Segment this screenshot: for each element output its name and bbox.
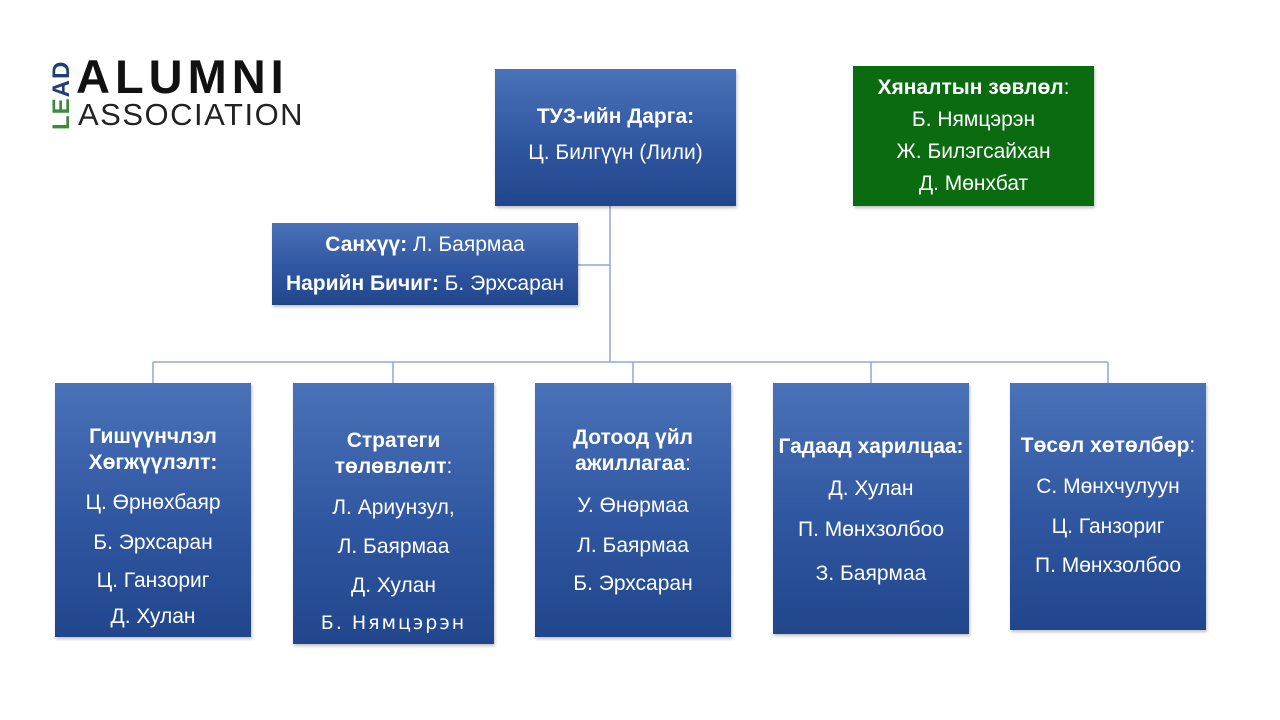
lead-vertical-wordmark: LEAD xyxy=(48,61,74,130)
chair-name: Ц. Билгүүн (Лили) xyxy=(528,141,703,164)
board-title-row: Хяналтын зөвлөл: xyxy=(853,75,1094,101)
board-member: Б. Нямцэрэн xyxy=(911,108,1036,131)
department-title-text: Дотоод үйл ажиллагаа xyxy=(572,426,693,475)
secretary-name: Б. Эрхсаран xyxy=(438,272,565,295)
department-member: Л. Баярмаа xyxy=(337,535,450,558)
treasurer-row: Санхүү: Л. Баярмаа xyxy=(272,232,578,258)
department-title-text: Гишүүнчлэл Хөгжүүлэлт: xyxy=(88,425,218,474)
department-title: Гишүүнчлэл Хөгжүүлэлт: xyxy=(55,424,251,476)
department-member: Б. Нямцэрэн xyxy=(320,612,467,634)
department-title-colon: : xyxy=(446,455,453,478)
department-box-strategy: Стратеги төлөвлөлт: Л. Ариунзул, Л. Баяр… xyxy=(293,383,494,644)
board-member: Ж. Билэгсайхан xyxy=(896,140,1051,163)
department-title: Дотоод үйл ажиллагаа: xyxy=(535,425,731,477)
treasurer-name: Л. Баярмаа xyxy=(407,233,525,256)
department-title: Төсөл хөтөлбөр: xyxy=(1010,433,1206,459)
board-member: Д. Мөнхбат xyxy=(918,172,1029,195)
department-title: Гадаад харилцаа: xyxy=(773,434,969,460)
treasurer-label: Санхүү: xyxy=(325,233,408,256)
department-member: Ц. Ганзориг xyxy=(96,569,210,592)
department-member: Д. Хулан xyxy=(110,605,196,628)
lead-alumni-logo: LEAD ALUMNI ASSOCIATION xyxy=(48,52,323,136)
department-box-membership: Гишүүнчлэл Хөгжүүлэлт: Ц. Өрнөхбаяр Б. Э… xyxy=(55,383,251,637)
department-box-internal-operations: Дотоод үйл ажиллагаа: У. Өнөрмаа Л. Баяр… xyxy=(535,383,731,637)
staff-box: Санхүү: Л. Баярмаа Нарийн Бичиг: Б. Эрхс… xyxy=(272,223,578,305)
chair-box: ТУЗ-ийн Дарга: Ц. Билгүүн (Лили) xyxy=(495,69,736,206)
secretary-label: Нарийн Бичиг: xyxy=(285,272,439,295)
svg-text:LEAD: LEAD xyxy=(48,61,74,130)
department-title-text: Стратеги төлөвлөлт xyxy=(334,429,447,478)
logo-alumni-text: ALUMNI xyxy=(76,50,289,103)
department-member: Д. Хулан xyxy=(828,477,914,500)
department-title-text: Гадаад харилцаа: xyxy=(778,435,964,458)
department-member: У. Өнөрмаа xyxy=(577,494,689,517)
logo-association-text: ASSOCIATION xyxy=(78,97,305,132)
department-title: Стратеги төлөвлөлт: xyxy=(293,428,494,480)
department-member: Л. Баярмаа xyxy=(577,534,689,557)
department-member: С. Мөнхчулуун xyxy=(1036,475,1180,498)
board-title: Хяналтын зөвлөл xyxy=(877,76,1064,99)
chair-title: ТУЗ-ийн Дарга: xyxy=(536,105,695,128)
department-member: Д. Хулан xyxy=(350,574,436,597)
department-member: П. Мөнхзолбоо xyxy=(797,518,945,541)
secretary-row: Нарийн Бичиг: Б. Эрхсаран xyxy=(272,271,578,297)
department-member: Л. Ариунзул, xyxy=(332,496,455,519)
department-member: П. Мөнхзолбоо xyxy=(1034,554,1182,577)
supervisory-board-box: Хяналтын зөвлөл: Б. Нямцэрэн Ж. Билэгсай… xyxy=(853,66,1094,206)
department-member: Ц. Өрнөхбаяр xyxy=(85,491,221,514)
board-colon: : xyxy=(1063,76,1070,99)
department-member: З. Баярмаа xyxy=(815,562,927,585)
department-title-colon: : xyxy=(1189,434,1196,457)
department-member: Б. Эрхсаран xyxy=(93,531,213,554)
department-box-external-relations: Гадаад харилцаа: Д. Хулан П. Мөнхзолбоо … xyxy=(773,383,969,634)
department-member: Ц. Ганзориг xyxy=(1051,515,1165,538)
department-box-projects: Төсөл хөтөлбөр: С. Мөнхчулуун Ц. Ганзори… xyxy=(1010,383,1206,630)
department-title-colon: : xyxy=(685,452,691,475)
department-title-text: Төсөл хөтөлбөр xyxy=(1020,434,1190,457)
department-member: Б. Эрхсаран xyxy=(573,572,693,595)
